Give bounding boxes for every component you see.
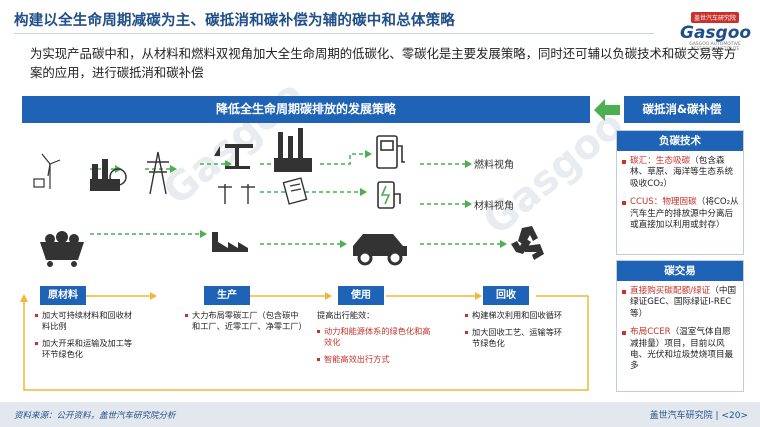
factory-icon — [90, 159, 127, 191]
fuel-view-label: 燃料视角 — [474, 160, 514, 171]
stage-box-raw-material: 加大可持续材料和回收材料比例 加大开采和运输及加工等环节绿色化 — [30, 306, 140, 374]
coal-cart-icon — [40, 231, 84, 267]
power-pole-icon — [218, 184, 255, 204]
stage-flow-arrows — [20, 292, 589, 391]
source-note: 资料来源：公开资料，盖世汽车研究院分析 — [14, 411, 176, 421]
offset-header: 碳抵消&碳补偿 — [624, 96, 740, 123]
neg-carbon-item: 碳汇：生态吸碳（包含森林、草原、海洋等生态系统吸收CO₂） — [622, 156, 739, 190]
stage-item: 大力布局零碳工厂（包含碳中和工厂、近零工厂、净零工厂） — [185, 310, 307, 332]
chimney-icon — [274, 128, 312, 172]
car-icon — [353, 234, 407, 266]
stage-item: 加大开采和运输及加工等环节绿色化 — [35, 338, 135, 360]
oil-pump-icon — [214, 144, 253, 169]
material-view-label: 材料视角 — [474, 201, 514, 212]
factory-icon — [212, 232, 248, 252]
page-number: 盖世汽车研究院 | <20> — [649, 411, 748, 421]
lifecycle-diagram — [33, 128, 544, 267]
document-icon — [282, 177, 308, 205]
fuel-pump-icon — [376, 135, 405, 169]
carbon-trade-item: 布局CCER（温室气体自愿减排量）项目，目前以风电、光伏和垃圾焚烧项目最多 — [622, 327, 739, 373]
stage-item: 构建梯次利用和回收循环 — [465, 310, 569, 321]
stage-item: 智能高效出行方式 — [317, 354, 435, 365]
strategy-bar: 降低全生命周期碳排放的发展策略 — [22, 96, 590, 123]
title-divider — [14, 33, 654, 34]
neg-carbon-item: CCUS：物理固碳（将CO₂从汽车生产的排放源中分离后或直接加以利用或封存） — [622, 197, 739, 231]
stage-box-production: 大力布局零碳工厂（包含碳中和工厂、近零工厂、净零工厂） — [180, 306, 308, 370]
stage-label-raw-material: 原材料 — [40, 286, 86, 305]
logo-sub: GASGOO AUTOMOTIVE RESEARCH INSTITUTE — [689, 42, 741, 52]
arrow-left-icon — [594, 99, 620, 121]
stage-item: 加大回收工艺、运输等环节绿色化 — [465, 327, 569, 349]
stage-label-recycle: 回收 — [483, 286, 529, 305]
footer-bar — [0, 402, 760, 427]
windmill-icon — [33, 153, 61, 189]
carbon-trade-item: 直接购买碳配额/绿证（中国绿证GEC、国际绿证I-REC等） — [622, 286, 739, 320]
logo-en: Gasgoo — [680, 23, 752, 43]
neg-carbon-title: 负碳技术 — [617, 131, 743, 151]
page-title: 构建以全生命周期减碳为主、碳抵消和碳补偿为辅的碳中和总体策略 — [14, 13, 455, 29]
stage-lead: 提高出行能效： — [317, 310, 375, 320]
stage-item: 动力和能源体系的绿色化和高效化 — [317, 326, 435, 348]
power-tower-icon — [147, 151, 169, 195]
logo: 盖世汽车研究院 Gasgoo GASGOO AUTOMOTIVE RESEARC… — [680, 5, 752, 52]
intro-text: 为实现产品碳中和，从材料和燃料双视角加大全生命周期的低碳化、零碳化是主要发展策略… — [30, 46, 737, 80]
logo-cn: 盖世汽车研究院 — [690, 12, 739, 23]
recycle-icon — [511, 226, 544, 260]
stage-label-use: 使用 — [338, 286, 384, 305]
carbon-trade-panel: 碳交易 直接购买碳配额/绿证（中国绿证GEC、国际绿证I-REC等） 布局CCE… — [616, 260, 744, 392]
stage-box-use: 提高出行能效： 动力和能源体系的绿色化和高效化 智能高效出行方式 — [312, 306, 440, 380]
stage-label-production: 生产 — [204, 286, 250, 305]
stage-item: 加大可持续材料和回收材料比例 — [35, 310, 135, 332]
ev-charger-icon — [377, 181, 401, 209]
stage-box-recycle: 构建梯次利用和回收循环 加大回收工艺、运输等环节绿色化 — [460, 306, 574, 380]
carbon-trade-title: 碳交易 — [617, 261, 743, 281]
neg-carbon-panel: 负碳技术 碳汇：生态吸碳（包含森林、草原、海洋等生态系统吸收CO₂） CCUS：… — [616, 130, 744, 255]
